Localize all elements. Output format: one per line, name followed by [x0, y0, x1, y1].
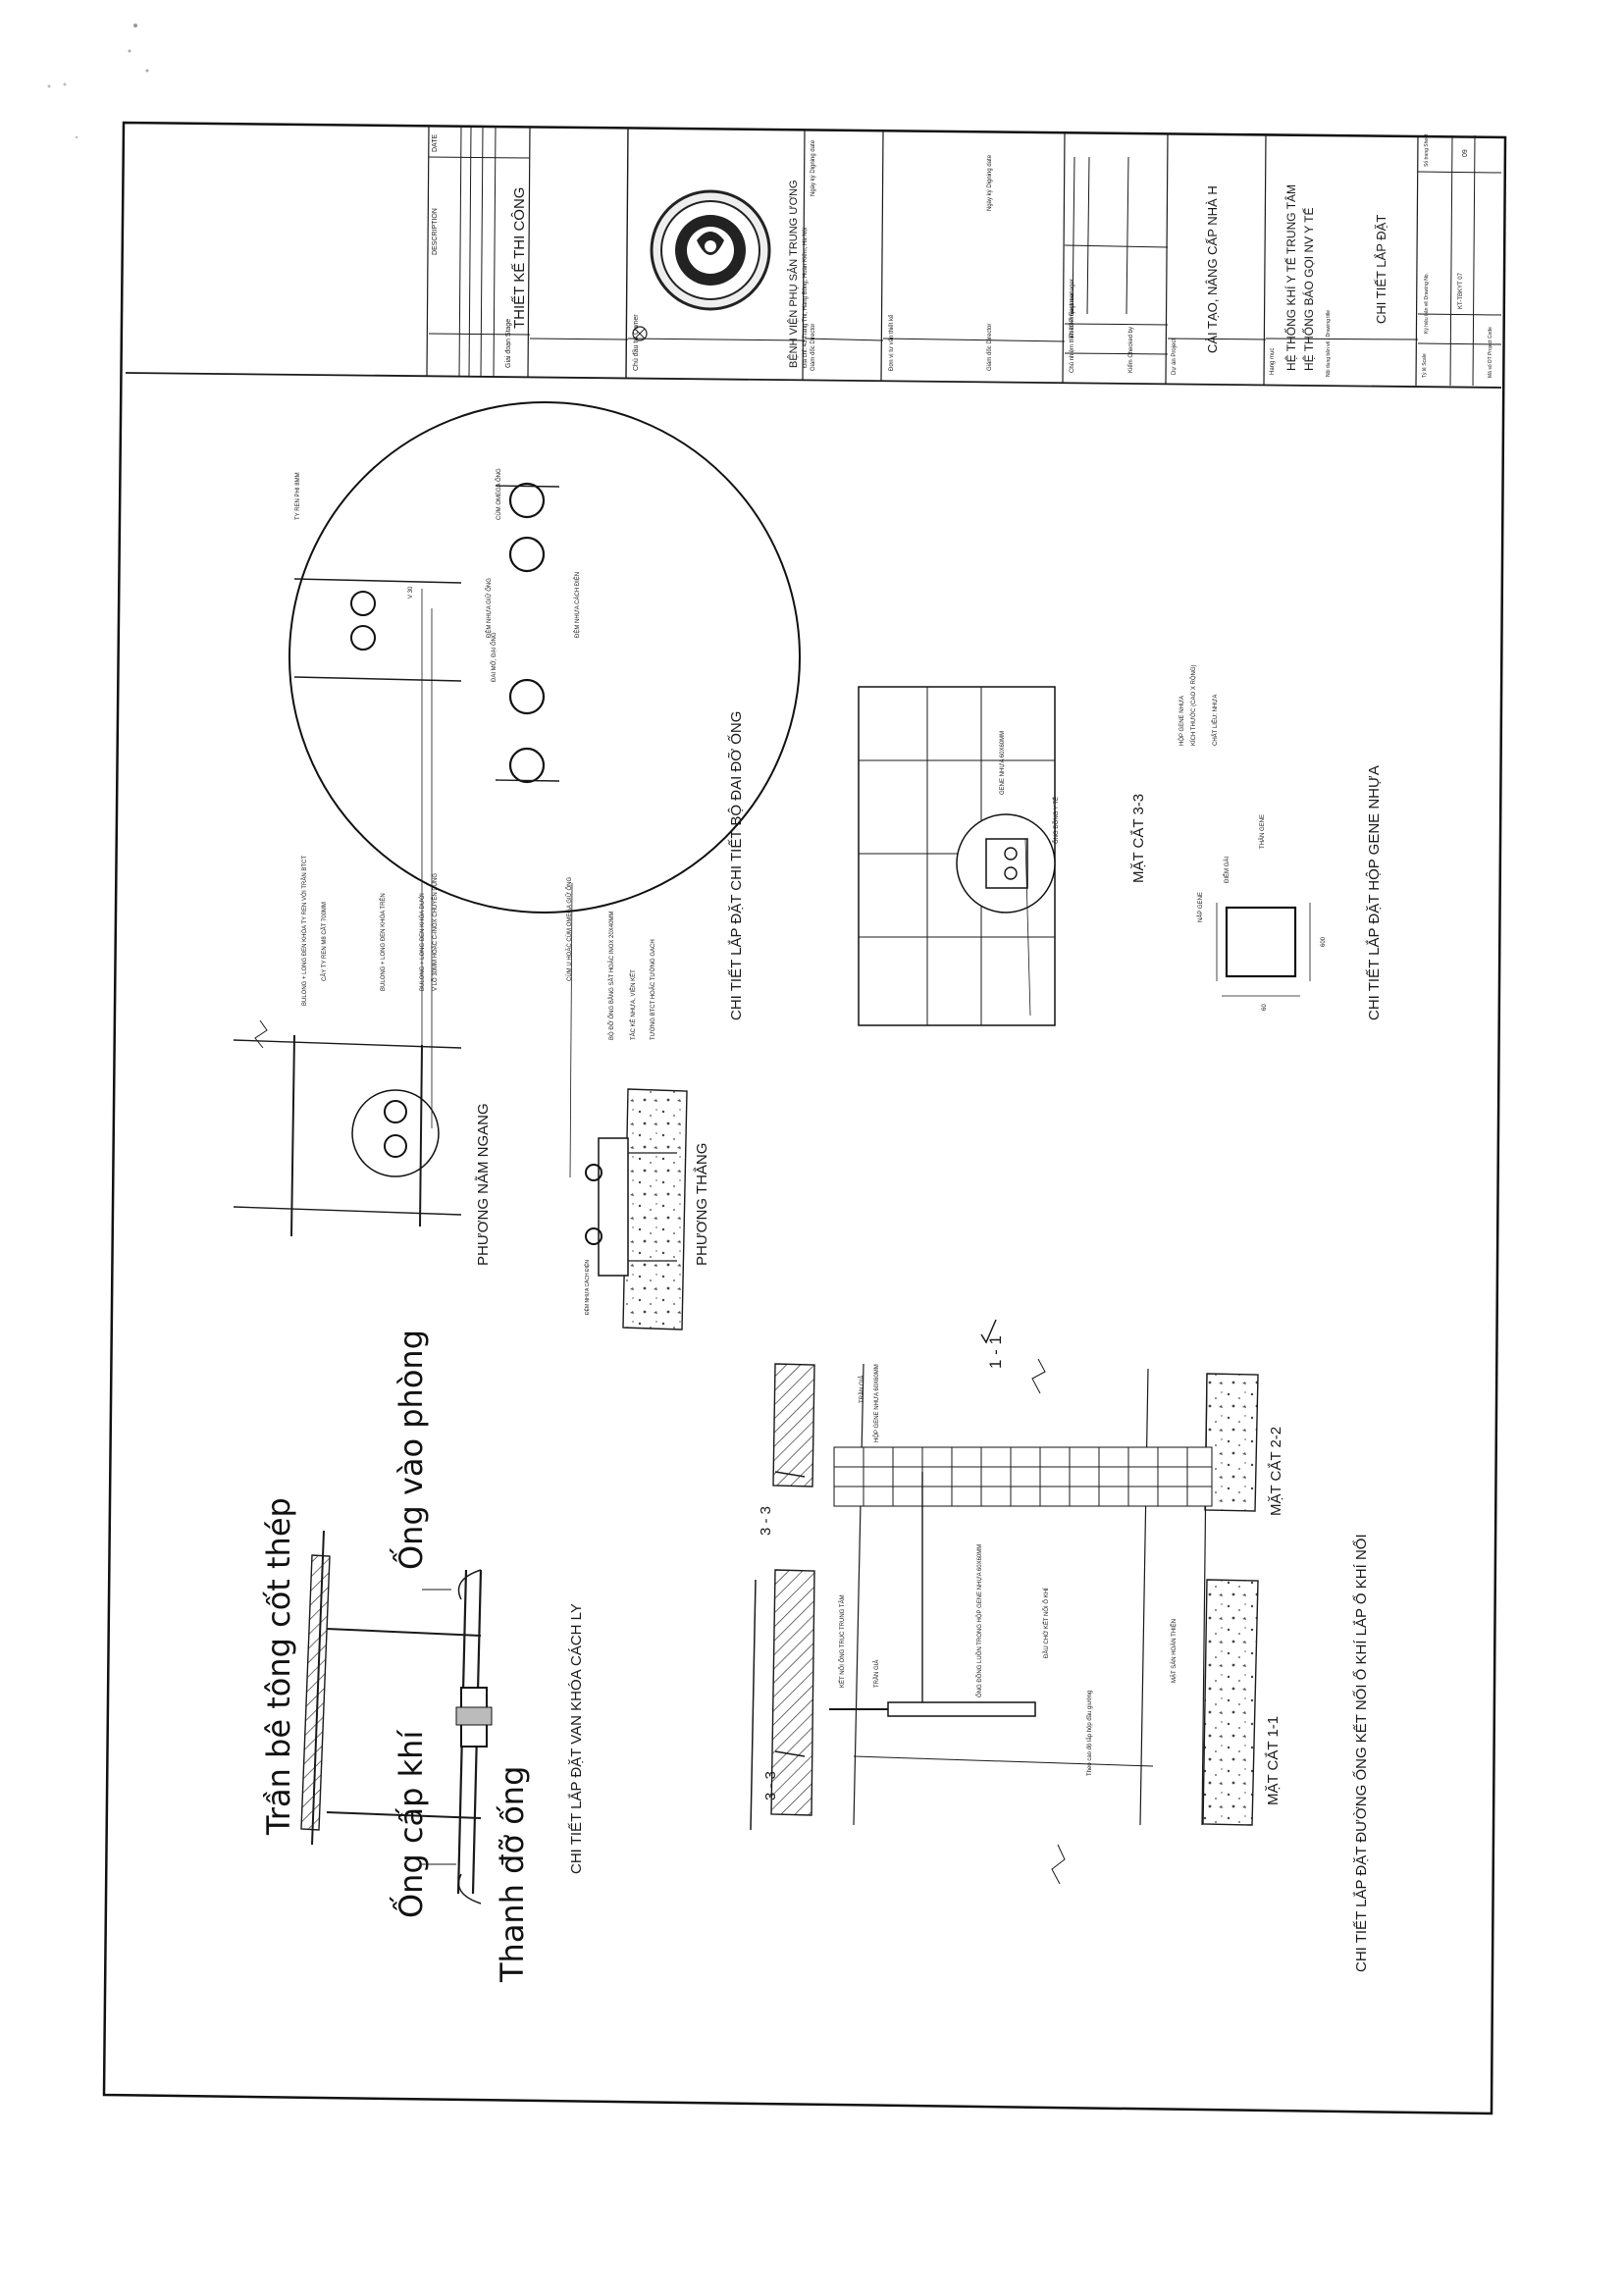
project-manager-label: Chủ nhiệm thiết kế Project manager: [1069, 279, 1075, 373]
date-header: DATE: [432, 134, 439, 152]
marker-3-3-a: 3 - 3: [758, 1506, 774, 1536]
gene-note-1: GENE NHỰA 60X60MM: [1000, 731, 1006, 795]
outlet-note-6: Theo cao độ lắp hộp đầu giường: [1086, 1691, 1093, 1776]
valve-caption: CHI TIẾT LẮP ĐẶT VAN KHÓA CÁCH LY: [567, 1603, 585, 1874]
director2-label: Giám đốc Director: [987, 324, 993, 371]
outlet-note-3: ỐNG ĐỒNG LUỒN TRONG HỘP GENE NHỰA 60X60M…: [976, 1544, 983, 1697]
owner-label: Chủ đầu tư Owner: [631, 314, 640, 371]
project-code-label: Mã số DT Project Code: [1488, 327, 1493, 378]
bracket-note-v3: TẮC KÊ NHỰA, VIỀN KẾT: [629, 969, 637, 1040]
title-block: DESCRIPTION DATE Giai đoạn Stage THIẾT K…: [125, 125, 1502, 389]
outlet-note-1: KẾT NỐI ỐNG TRỤC TRUNG TÂM: [839, 1594, 846, 1688]
sheet-value: 09: [1462, 149, 1469, 157]
drawing-no-value: KT-TBKYT 07: [1458, 272, 1464, 309]
bracket-detail: BULONG + LONG ĐEN KHÓA TY REN VỚI TRẦN B…: [233, 401, 801, 1331]
drawing-name-label: Nội dung bản vẽ / Drawing title: [1326, 310, 1332, 377]
marker-1-1: 1 - 1: [986, 1335, 1005, 1369]
gene-note-8: THÂN GENE: [1259, 814, 1266, 849]
outlet-note-2: TRẦN GIẢ: [873, 1660, 880, 1688]
stage-label: Giai đoạn Stage: [505, 319, 512, 368]
label-horizontal: PHƯƠNG NẰM NGANG: [474, 1103, 492, 1266]
outlet-note-4: ĐẦU CHỜ KẾT NỐI Ổ KHÍ: [1043, 1588, 1050, 1658]
bracket-note-h3: BULONG + LONG ĐEN KHÓA TRÊN: [379, 893, 387, 991]
owner-logo-icon: [632, 326, 648, 341]
sign-label: Ngày ký Digning date: [811, 139, 816, 196]
marker-3-3-b: 3 - 3: [762, 1771, 779, 1800]
zoom-note-6: V 30: [408, 586, 414, 599]
bracket-note-v4: TƯỜNG BTCT HOẶC TƯỜNG GẠCH: [650, 939, 656, 1040]
outlet-note-8: HỘP GENE NHỰA 60X60MM: [873, 1364, 880, 1442]
gene-note-6: NẮP GENE: [1196, 892, 1204, 922]
contractor-label: Đơn vị tư vấn thiết kế: [889, 314, 895, 371]
valve-label-supply-pipe: Ống cấp khí: [389, 1730, 430, 1918]
bracket-note-v5: ĐỆM NHỰA CÁCH ĐIỆN: [583, 1260, 591, 1315]
sheet-frame: [102, 121, 1507, 2115]
stage-value: THIẾT KẾ THI CÔNG: [511, 187, 528, 329]
project-value: CẢI TẠO, NÂNG CẤP NHÀ H: [1205, 185, 1220, 353]
valve-label-support: Thanh đỡ ống: [494, 1766, 531, 1983]
gene-note-3: HỘP GENE NHỰA: [1178, 696, 1185, 746]
bracket-note-v2: BỘ ĐỠ ỐNG BẰNG SẮT HOẶC INOX 20X40MM: [607, 912, 615, 1040]
gene-caption: CHI TIẾT LẮP ĐẶT HỘP GENE NHỰA: [1365, 765, 1383, 1020]
item-value-2: HỆ THỐNG BÁO GỌI NV Y TẾ: [1301, 208, 1316, 372]
director-label: Giám đốc Director: [811, 324, 816, 371]
gene-detail: GENE NHỰA 60X60MM ỐNG ĐỒNG Y TẾ MẶT CẮT …: [858, 665, 1383, 1026]
item-value-1: HỆ THỐNG KHÍ Y TẾ TRUNG TÂM: [1283, 184, 1298, 371]
scale-label: Tỷ lệ Scale: [1421, 353, 1428, 378]
zoom-note-2: CÙM OMEGA ỐNG: [496, 468, 502, 520]
outlet-detail: 1 - 1 3 - 3 3 - 3 KẾT NỐI ỐNG TRỤC TRUNG…: [750, 1319, 1370, 1972]
scan-specks: [47, 24, 149, 139]
gene-note-4: KÍCH THƯỚC (CAO X RỘNG): [1190, 665, 1197, 747]
bracket-note-h5: V LỖ 30MM HOẶC C-INOX CHUYÊN DỤNG: [431, 873, 439, 991]
hospital-seal-logo: [650, 189, 771, 311]
checker-label: Kiểm Checked by: [1127, 327, 1134, 373]
section-3-3-title: MẶT CẮT 3-3: [1129, 794, 1147, 883]
gene-note-5: CHẤT LIỆU: NHỰA: [1211, 695, 1219, 746]
gene-note-7: ĐIỂM GÀI: [1224, 857, 1230, 883]
zoom-note-3: ĐAI MỞ, ĐẠI ỐNG: [491, 632, 497, 682]
owner-value: BỆNH VIỆN PHỤ SẢN TRUNG ƯƠNG: [787, 180, 800, 368]
item-label: Hạng mục: [1270, 348, 1276, 375]
zoom-note-5: ĐỆM NHỰA GIỮ ỐNG: [485, 578, 493, 638]
label-vertical: PHƯƠNG THẲNG: [693, 1143, 710, 1266]
section-1-1-title: MẶT CẮT 1-1: [1264, 1716, 1282, 1805]
gene-note-2: ỐNG ĐỒNG Y TẾ: [1053, 797, 1060, 844]
outlet-note-7: TRẦN GIẢ: [859, 1376, 865, 1403]
project-label: Dự án Project: [1172, 339, 1178, 375]
valve-label-ceiling: Trần bê tông cốt thép: [260, 1497, 297, 1836]
gene-dim-1: 600: [1321, 936, 1327, 947]
valve-label-room-pipe: Ống vào phòng: [389, 1330, 430, 1570]
owner-address: Địa chỉ: 43 Tràng Thi, Hàng Bông, Hoàn K…: [802, 228, 809, 368]
bracket-note-h1: BULONG + LONG ĐEN KHÓA TY REN VỚI TRẦN B…: [301, 856, 308, 1006]
sheet-label: Số trang Sheet: [1424, 133, 1430, 167]
gene-dim-2: 60: [1262, 1004, 1268, 1011]
description-header: DESCRIPTION: [432, 208, 439, 255]
drawing-name-value: CHI TIẾT LẮP ĐẶT: [1374, 215, 1388, 324]
bracket-note-h4: BULONG + LONG ĐEN KHÓA DƯỚI: [419, 893, 426, 991]
zoom-note-4: ĐỆM NHỰA CÁCH ĐIỆN: [573, 572, 581, 638]
engineer-label: Thiết kế Engineer: [1070, 292, 1075, 339]
bracket-note-h2: CÂY TY REN M8 CẮT 700MM: [320, 902, 328, 981]
bracket-caption: CHI TIẾT LẮP ĐẶT CHI TIẾT BỘ ĐAI ĐỠ ỐNG: [727, 711, 745, 1020]
sign2-label: Ngày ký Digning date: [987, 154, 993, 211]
zoom-note-1: TY REN PHI 8MM: [295, 472, 301, 520]
valve-detail: Trần bê tông cốt thép Ống vào phòng Ống …: [260, 1330, 585, 1983]
section-2-2-brick: [833, 1446, 1213, 1507]
outlet-note-5: MẶT SÀN HOÀN THIỆN: [1170, 1619, 1178, 1683]
outlet-caption: CHI TIẾT LẮP ĐẶT ĐƯỜNG ỐNG KẾT NỐI Ổ KHÍ…: [1352, 1534, 1370, 1972]
section-2-2-title: MẶT CẮT 2-2: [1267, 1427, 1284, 1516]
drawing-no-label: Ký hiệu bản vẽ Drawing No.: [1424, 273, 1430, 334]
bracket-note-v1: CÙM U HOẶC CÙM OMEGA GIỮ ỐNG: [566, 877, 573, 981]
